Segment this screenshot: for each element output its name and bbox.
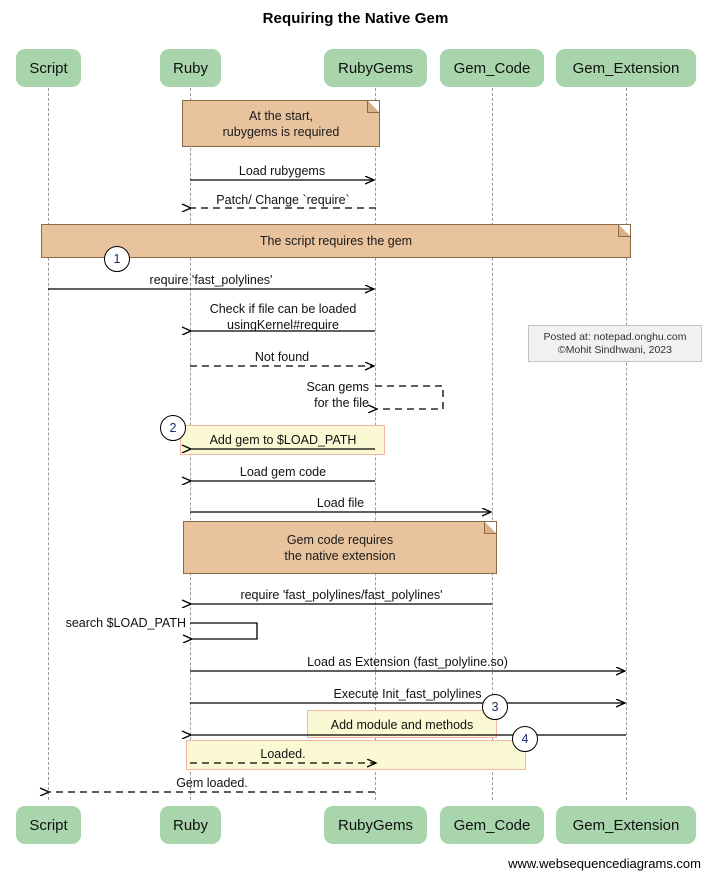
highlight-add-gem-to-load-path: [180, 425, 385, 455]
participant-script-top[interactable]: Script: [16, 49, 81, 87]
highlight-loaded: [186, 740, 526, 770]
message-label-add-gem-to-load-path: Add gem to $LOAD_PATH: [209, 433, 357, 447]
participant-label: Ruby: [172, 59, 209, 77]
participant-script-bottom[interactable]: Script: [16, 806, 81, 844]
participant-gem-code-bottom[interactable]: Gem_Code: [440, 806, 544, 844]
message-label-scan-gems-for-file: Scan gems for the file: [306, 380, 369, 410]
step-marker-1[interactable]: 1: [104, 246, 130, 272]
participant-ruby-bottom[interactable]: Ruby: [160, 806, 221, 844]
note-script-requires-gem: The script requires the gem: [41, 224, 631, 258]
message-label-patch-change-require: Patch/ Change `require`: [216, 193, 350, 207]
note-text: Gem code requires the native extension: [284, 532, 396, 563]
participant-gem-extension-bottom[interactable]: Gem_Extension: [556, 806, 696, 844]
participant-label: RubyGems: [337, 816, 414, 834]
step-marker-3[interactable]: 3: [482, 694, 508, 720]
participant-label: Gem_Code: [453, 816, 531, 834]
participant-label: Ruby: [172, 816, 209, 834]
lifeline-gem-code: [492, 88, 493, 800]
participant-rubygems-bottom[interactable]: RubyGems: [324, 806, 427, 844]
lifeline-gem-extension: [626, 88, 627, 800]
message-label-loaded: Loaded.: [260, 747, 306, 761]
step-marker-label: 3: [491, 700, 499, 714]
note-fold-corner-icon: [484, 522, 496, 534]
note-text: The script requires the gem: [259, 234, 413, 248]
participant-label: Gem_Extension: [572, 816, 680, 834]
participant-label: RubyGems: [337, 59, 414, 77]
message-label-execute-init: Execute Init_fast_polylines: [333, 687, 482, 701]
message-label-load-as-extension: Load as Extension (fast_polyline.so): [307, 655, 508, 669]
footer-attribution: www.websequencediagrams.com: [508, 856, 701, 871]
participant-gem-code-top[interactable]: Gem_Code: [440, 49, 544, 87]
participant-label: Script: [29, 59, 68, 77]
message-label-add-module-methods: Add module and methods: [330, 718, 474, 732]
message-label-require-nested: require 'fast_polylines/fast_polylines': [240, 588, 443, 602]
message-label-gem-loaded: Gem loaded.: [176, 776, 248, 790]
participant-gem-extension-top[interactable]: Gem_Extension: [556, 49, 696, 87]
message-label-check-if-file-loaded: Check if file can be loaded usingKernel#…: [209, 302, 357, 332]
note-gem-code-requires-extension: Gem code requires the native extension: [183, 521, 497, 574]
lifeline-script: [48, 88, 49, 800]
message-label-require-fast-polylines: require 'fast_polylines': [149, 273, 273, 287]
message-label-load-gem-code: Load gem code: [239, 465, 327, 479]
participant-ruby-top[interactable]: Ruby: [160, 49, 221, 87]
message-label-load-file: Load file: [316, 496, 365, 510]
note-text: Posted at: notepad.onghu.com ©Mohit Sind…: [543, 330, 687, 356]
participant-label: Gem_Extension: [572, 59, 680, 77]
note-at-the-start: At the start, rubygems is required: [182, 100, 380, 147]
step-marker-4[interactable]: 4: [512, 726, 538, 752]
participant-label: Gem_Code: [453, 59, 531, 77]
step-marker-label: 1: [113, 252, 121, 266]
note-fold-corner-icon: [618, 225, 630, 237]
message-label-not-found: Not found: [254, 350, 310, 364]
note-fold-corner-icon: [367, 101, 379, 113]
participant-label: Script: [29, 816, 68, 834]
note-text: At the start, rubygems is required: [222, 108, 340, 139]
note-credit: Posted at: notepad.onghu.com ©Mohit Sind…: [528, 325, 702, 362]
highlight-add-module-methods: [307, 710, 497, 738]
message-label-load-rubygems: Load rubygems: [238, 164, 326, 178]
step-marker-label: 2: [169, 421, 177, 435]
step-marker-label: 4: [521, 732, 529, 746]
participant-rubygems-top[interactable]: RubyGems: [324, 49, 427, 87]
page-title: Requiring the Native Gem: [262, 10, 449, 27]
message-label-search-load-path: search $LOAD_PATH: [65, 616, 186, 630]
step-marker-2[interactable]: 2: [160, 415, 186, 441]
